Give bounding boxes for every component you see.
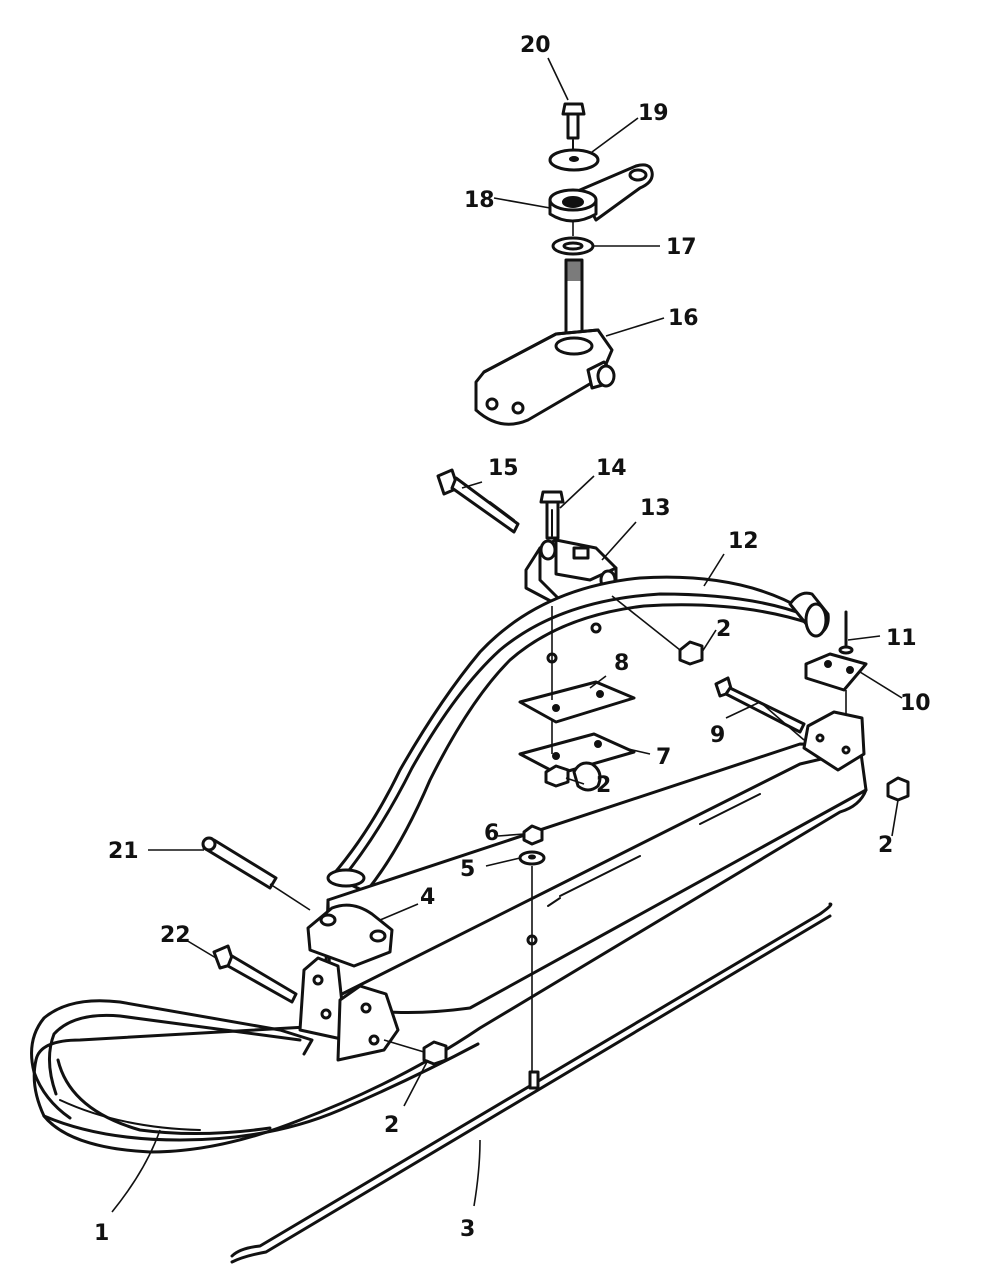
part-16-spindle — [474, 258, 616, 426]
callout-7: 7 — [656, 745, 671, 770]
part-10-plate — [804, 652, 868, 692]
callout-1: 1 — [94, 1221, 109, 1246]
part-14-bolt — [539, 490, 565, 540]
callout-labels: 20 19 18 17 16 15 14 13 12 2 11 8 10 9 7… — [94, 33, 931, 1246]
callout-10: 10 — [900, 691, 931, 716]
part-18-steering-arm — [548, 163, 654, 223]
callout-18: 18 — [464, 188, 495, 213]
part-3-wear-bar — [230, 902, 833, 1264]
callout-9: 9 — [710, 723, 725, 748]
part-22-bolt — [212, 944, 298, 1004]
callout-19: 19 — [638, 101, 669, 126]
part-17-washer — [551, 236, 595, 256]
part-21-tube — [201, 836, 278, 890]
part-19-washer — [548, 148, 600, 172]
callout-14: 14 — [596, 456, 627, 481]
callout-8: 8 — [614, 651, 629, 676]
nut-2-center — [544, 764, 570, 788]
part-6-nut — [522, 824, 544, 846]
callout-6: 6 — [484, 821, 499, 846]
callout-22: 22 — [160, 923, 191, 948]
part-11-pin — [838, 610, 854, 655]
part-5-washer — [518, 850, 546, 866]
callout-17: 17 — [666, 235, 697, 260]
callout-leaders — [111, 57, 903, 1213]
callout-2-rear: 2 — [878, 833, 893, 858]
callout-15: 15 — [488, 456, 519, 481]
callout-20: 20 — [520, 33, 551, 58]
ski-front-bracket — [298, 956, 400, 1062]
callout-16: 16 — [668, 306, 699, 331]
callout-21: 21 — [108, 839, 139, 864]
part-12-spring-leaf — [326, 575, 830, 894]
ski-front-loop — [30, 999, 314, 1120]
callout-2-center: 2 — [596, 773, 611, 798]
callout-12: 12 — [728, 529, 759, 554]
callout-11: 11 — [886, 626, 917, 651]
nut-2-front — [422, 1040, 448, 1066]
callout-2-front: 2 — [384, 1113, 399, 1138]
callout-4: 4 — [420, 885, 435, 910]
nut-2-rear — [886, 776, 910, 802]
callout-3: 3 — [460, 1217, 475, 1242]
part-20-bolt — [561, 102, 586, 153]
part-15-long-bolt — [436, 468, 520, 534]
callout-5: 5 — [460, 857, 475, 882]
part-4-saddle — [306, 903, 394, 968]
part-8-plate — [518, 680, 636, 724]
ski-rear-bracket — [802, 710, 866, 772]
nut-2-upper — [678, 640, 704, 666]
assembly-lines — [269, 220, 847, 1072]
part-9-long-bolt — [714, 676, 806, 734]
callout-13: 13 — [640, 496, 671, 521]
part-1-ski-body — [32, 742, 868, 1154]
callout-2-upper: 2 — [716, 617, 731, 642]
